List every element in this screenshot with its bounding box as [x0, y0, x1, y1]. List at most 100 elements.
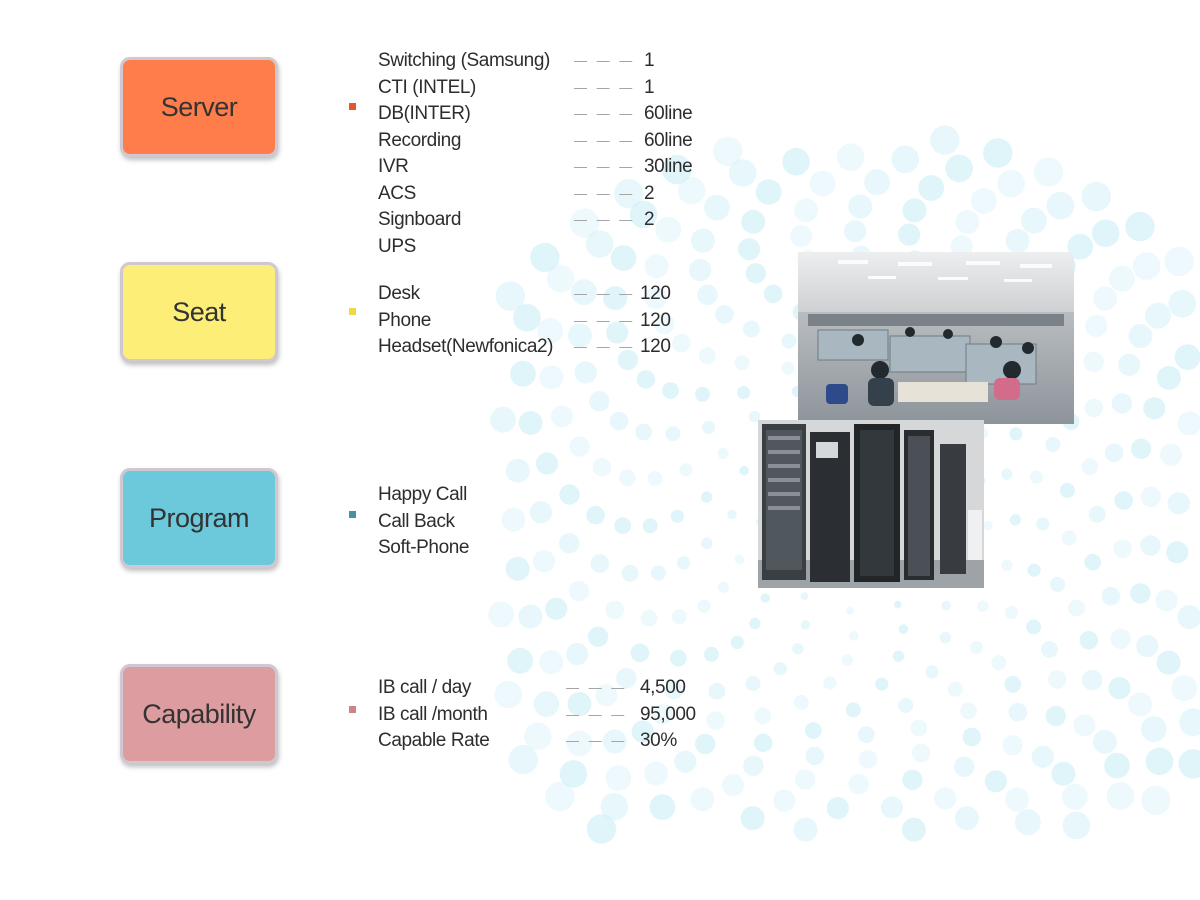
- decorative-dot: [792, 643, 804, 655]
- list-item: Soft-Phone: [378, 537, 470, 558]
- decorative-dot: [550, 405, 574, 428]
- list-item: IVR— — —30line: [378, 156, 693, 177]
- decorative-dot: [1128, 692, 1153, 717]
- decorative-dot: [697, 284, 718, 305]
- decorative-dot: [836, 143, 865, 171]
- decorative-dot: [809, 170, 836, 197]
- decorative-dot: [1005, 787, 1029, 812]
- decorative-dot: [1041, 641, 1058, 658]
- decorative-dot: [592, 457, 612, 477]
- decorative-dot: [1145, 747, 1174, 776]
- decorative-dot: [893, 600, 902, 609]
- decorative-dot: [983, 138, 1013, 168]
- decorative-dot: [1015, 809, 1041, 836]
- decorative-dot: [1008, 702, 1028, 722]
- decorative-dot: [510, 360, 536, 387]
- office-photo-illustration: [798, 252, 1074, 424]
- list-item: Phone— — —120: [378, 309, 671, 331]
- decorative-dot: [804, 722, 822, 739]
- decorative-dot: [545, 597, 568, 620]
- decorative-dot: [587, 626, 609, 647]
- decorative-dot: [892, 650, 905, 662]
- decorative-dot: [902, 769, 923, 790]
- decorative-dot: [1092, 729, 1117, 754]
- decorative-dot: [880, 796, 904, 819]
- decorative-dot: [618, 469, 636, 487]
- decorative-dot: [848, 773, 869, 795]
- decorative-dot: [674, 750, 697, 773]
- decorative-dot: [488, 601, 514, 628]
- decorative-dot: [505, 458, 530, 483]
- decorative-dot: [960, 702, 977, 720]
- decorative-dot: [508, 744, 538, 775]
- decorative-dot: [566, 730, 593, 757]
- decorative-dot: [790, 225, 813, 248]
- decorative-dot: [670, 649, 687, 667]
- decorative-dot: [898, 223, 921, 246]
- decorative-dot: [1009, 514, 1022, 526]
- decorative-dot: [1156, 365, 1181, 390]
- decorative-dot: [701, 537, 713, 549]
- decorative-dot: [1174, 344, 1200, 370]
- decorative-dot: [947, 681, 963, 697]
- list-item: Recording— — —60line: [378, 129, 693, 151]
- decorative-dot: [748, 411, 761, 423]
- decorative-dot: [743, 320, 760, 338]
- decorative-dot: [1093, 286, 1118, 311]
- decorative-dot: [1009, 427, 1023, 441]
- decorative-dot: [1104, 752, 1130, 779]
- decorative-dot: [713, 136, 743, 166]
- decorative-dot: [524, 722, 552, 750]
- decorative-dot: [1140, 486, 1162, 507]
- decorative-dot: [644, 287, 667, 310]
- decorative-dot: [691, 228, 715, 253]
- decorative-dot: [1140, 716, 1167, 742]
- program-category-box: Program: [120, 468, 278, 568]
- decorative-dot: [715, 305, 734, 324]
- decorative-dot: [1059, 482, 1075, 498]
- decorative-dot: [609, 411, 629, 431]
- capability-list: IB call / day— — —4,500 IB call /month— …: [378, 675, 696, 755]
- decorative-dot: [918, 175, 945, 201]
- decorative-dot: [841, 654, 854, 666]
- decorative-dot: [941, 600, 951, 611]
- list-item: Headset(Newfonica2)— — —120: [378, 336, 671, 357]
- decorative-dot: [925, 665, 939, 679]
- decorative-dot: [644, 761, 669, 786]
- decorative-dot: [1111, 393, 1133, 414]
- decorative-dot: [1164, 246, 1194, 277]
- decorative-dot: [901, 817, 926, 842]
- decorative-dot: [1159, 443, 1183, 466]
- decorative-dot: [614, 179, 644, 209]
- list-item: Call Back: [378, 510, 455, 532]
- decorative-dot: [763, 284, 783, 304]
- decorative-dot: [1168, 290, 1196, 318]
- decorative-dot: [546, 264, 575, 293]
- decorative-dot: [518, 410, 543, 435]
- decorative-dot: [745, 676, 761, 691]
- decorative-dot: [846, 606, 854, 615]
- decorative-dot: [655, 216, 682, 243]
- decorative-dot: [574, 361, 597, 384]
- decorative-dot: [1118, 353, 1141, 376]
- list-item: IB call / day— — —4,500: [378, 677, 686, 698]
- decorative-dot: [600, 793, 629, 821]
- decorative-dot: [654, 313, 675, 335]
- server-bullet-icon: [349, 103, 356, 110]
- decorative-dot: [864, 169, 890, 196]
- list-item: UPS: [378, 235, 416, 257]
- decorative-dot: [662, 382, 679, 399]
- seat-category-box: Seat: [120, 262, 278, 362]
- decorative-dot: [800, 592, 809, 601]
- decorative-dot: [954, 756, 975, 777]
- decorative-dot: [945, 154, 973, 183]
- decorative-dot: [1167, 492, 1190, 515]
- decorative-dot: [734, 554, 745, 564]
- decorative-dot: [745, 263, 766, 284]
- list-item: IB call /month— — —95,000: [378, 703, 696, 725]
- decorative-dot: [603, 286, 628, 311]
- decorative-dot: [671, 609, 687, 625]
- decorative-dot: [629, 200, 658, 229]
- decorative-dot: [533, 691, 560, 717]
- decorative-dot: [737, 386, 751, 400]
